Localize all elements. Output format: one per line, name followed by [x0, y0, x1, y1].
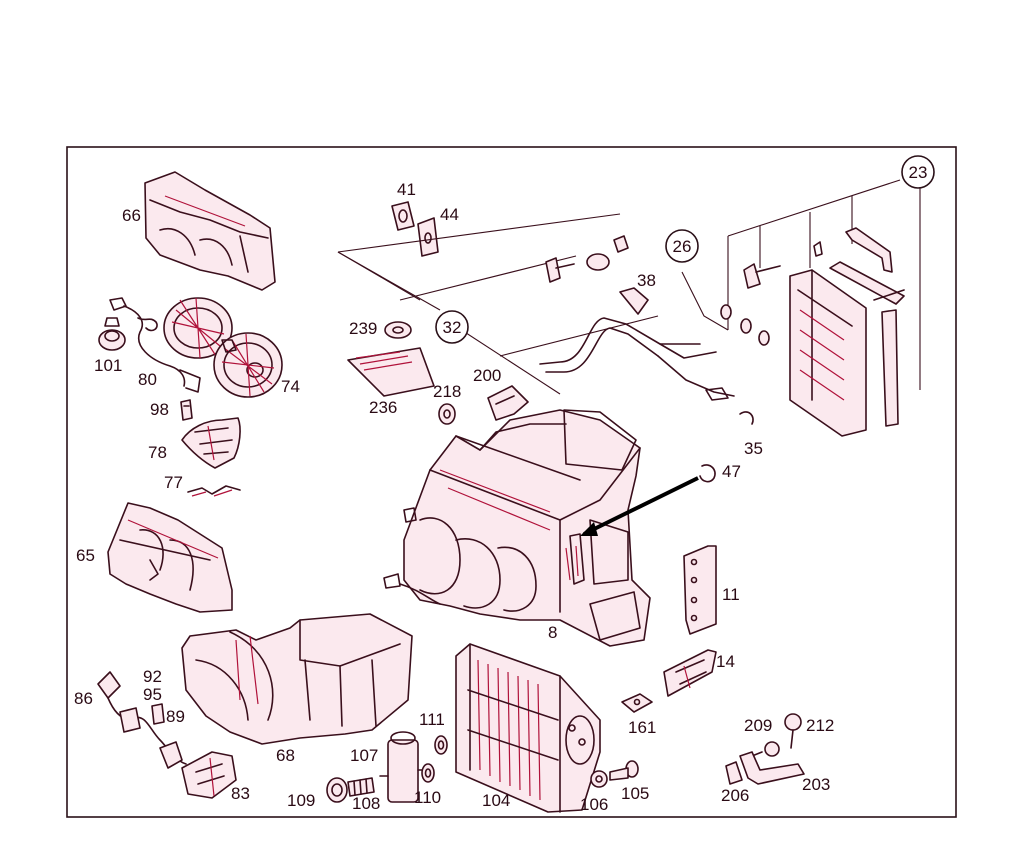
arrow-head-47	[580, 522, 598, 536]
label-14: 14	[716, 652, 735, 671]
part-8-hvac-housing	[383, 409, 651, 647]
label-107: 107	[350, 746, 378, 765]
part-110-washer	[421, 763, 435, 783]
part-111-washer	[434, 735, 448, 755]
part-109-nut	[326, 777, 348, 803]
label-86: 86	[74, 689, 93, 708]
part-68-lower-housing	[181, 613, 413, 745]
label-212: 212	[806, 716, 834, 735]
label-161: 161	[628, 718, 656, 737]
label-98: 98	[150, 400, 169, 419]
callout-circle-23	[901, 155, 935, 189]
label-111: 111	[419, 710, 445, 729]
part-218-nut	[438, 403, 456, 425]
part-66-duct-cover	[144, 171, 276, 291]
label-108: 108	[352, 794, 380, 813]
label-47: 47	[722, 462, 741, 481]
label-66: 66	[122, 206, 141, 225]
label-236: 236	[369, 398, 397, 417]
part-98-clip	[180, 399, 193, 421]
callout-32: 32	[443, 318, 462, 337]
part-209-bolt	[751, 741, 780, 757]
part-77-resistor-strip	[187, 485, 241, 497]
part-74-blower-motor	[163, 297, 283, 398]
callout-23: 23	[909, 163, 928, 182]
callout-circle-26	[665, 229, 699, 263]
part-41-grommet	[391, 201, 415, 231]
label-105: 105	[621, 784, 649, 803]
part-89-connector	[151, 703, 165, 725]
label-203: 203	[802, 775, 830, 794]
part-44-clip	[417, 217, 439, 257]
label-92: 92	[143, 667, 162, 686]
label-104: 104	[482, 791, 510, 810]
label-218: 218	[433, 382, 461, 401]
label-89: 89	[166, 707, 185, 726]
part-80-harness	[109, 297, 201, 393]
label-209: 209	[744, 716, 772, 735]
part-200-bracket	[487, 385, 529, 421]
label-68: 68	[276, 746, 295, 765]
arrow-47	[583, 476, 699, 536]
part-203-bracket	[739, 751, 805, 785]
part-47-clip	[699, 464, 716, 483]
label-206: 206	[721, 786, 749, 805]
label-239: 239	[349, 319, 377, 338]
part-101-grommet	[98, 317, 126, 351]
part-239-cap	[384, 321, 412, 339]
label-83: 83	[231, 784, 250, 803]
part-23-heater-core-kit	[681, 179, 921, 437]
part-65-lower-duct	[107, 502, 233, 613]
part-11-cover-plate	[683, 545, 717, 635]
part-14-bracket	[663, 649, 717, 697]
part-236-filter-mesh	[347, 347, 435, 397]
part-161-clip	[621, 693, 653, 713]
label-38: 38	[637, 271, 656, 290]
part-83-sensor	[181, 751, 237, 799]
label-109: 109	[287, 791, 315, 810]
label-8: 8	[548, 623, 557, 642]
part-206-clip	[725, 761, 743, 785]
label-106: 106	[580, 795, 608, 814]
part-86-harness	[97, 671, 187, 769]
callout-circle-32	[435, 310, 469, 344]
label-11: 11	[722, 585, 740, 604]
part-105-screw	[609, 760, 639, 781]
label-41: 41	[397, 180, 416, 199]
label-101: 101	[94, 356, 122, 375]
part-78-bracket	[181, 417, 241, 469]
part-212-nut	[784, 713, 802, 749]
label-200: 200	[473, 366, 501, 385]
label-65: 65	[76, 546, 95, 565]
label-44: 44	[440, 205, 459, 224]
hose-kit-group	[337, 213, 754, 425]
label-95: 95	[143, 685, 162, 704]
label-110: 110	[414, 788, 441, 807]
part-108-bolt	[347, 777, 375, 797]
callout-26: 26	[673, 237, 692, 256]
diagram-frame	[66, 146, 957, 818]
label-77: 77	[164, 473, 183, 492]
label-78: 78	[148, 443, 167, 462]
part-104-evaporator	[455, 643, 601, 813]
label-74: 74	[281, 377, 300, 396]
part-106-grommet	[590, 770, 608, 788]
label-35: 35	[744, 439, 763, 458]
label-80: 80	[138, 370, 157, 389]
